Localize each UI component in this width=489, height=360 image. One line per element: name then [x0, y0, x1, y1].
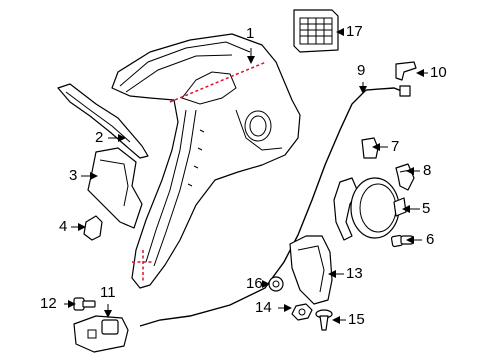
callout-16: 16	[246, 275, 263, 292]
callout-11: 11	[100, 284, 116, 301]
reinforcement-part	[57, 83, 149, 159]
push-pin-part	[315, 309, 333, 331]
leader-lines	[64, 28, 428, 324]
callout-2: 2	[95, 129, 104, 146]
quarter-panel-part	[111, 33, 301, 289]
callout-4: 4	[59, 218, 68, 235]
callout-14: 14	[255, 299, 272, 316]
callout-5: 5	[422, 200, 431, 217]
cable-clip-part	[395, 61, 417, 81]
callout-1: 1	[246, 25, 255, 42]
nut-part	[291, 303, 313, 321]
callout-13: 13	[346, 265, 363, 282]
cable-end-part	[399, 85, 411, 97]
callout-10: 10	[430, 64, 447, 81]
grommet-part	[268, 276, 284, 292]
callout-17: 17	[346, 23, 363, 40]
bracket-part	[87, 147, 143, 229]
callout-15: 15	[348, 311, 365, 328]
splash-shield-part	[289, 235, 333, 305]
callout-8: 8	[423, 162, 432, 179]
hinge-bracket-part	[395, 163, 415, 191]
callout-6: 6	[426, 231, 435, 248]
actuator-bolt-part	[73, 297, 96, 311]
callout-3: 3	[69, 167, 78, 184]
callout-12: 12	[40, 295, 57, 312]
clip-part	[361, 137, 379, 159]
cut-line-upper	[169, 61, 267, 103]
vent-part	[293, 9, 339, 53]
small-bracket-part	[83, 215, 103, 241]
fuel-door-part	[333, 177, 407, 241]
callout-7: 7	[391, 138, 400, 155]
actuator-part	[73, 315, 129, 353]
callout-9: 9	[357, 62, 366, 79]
